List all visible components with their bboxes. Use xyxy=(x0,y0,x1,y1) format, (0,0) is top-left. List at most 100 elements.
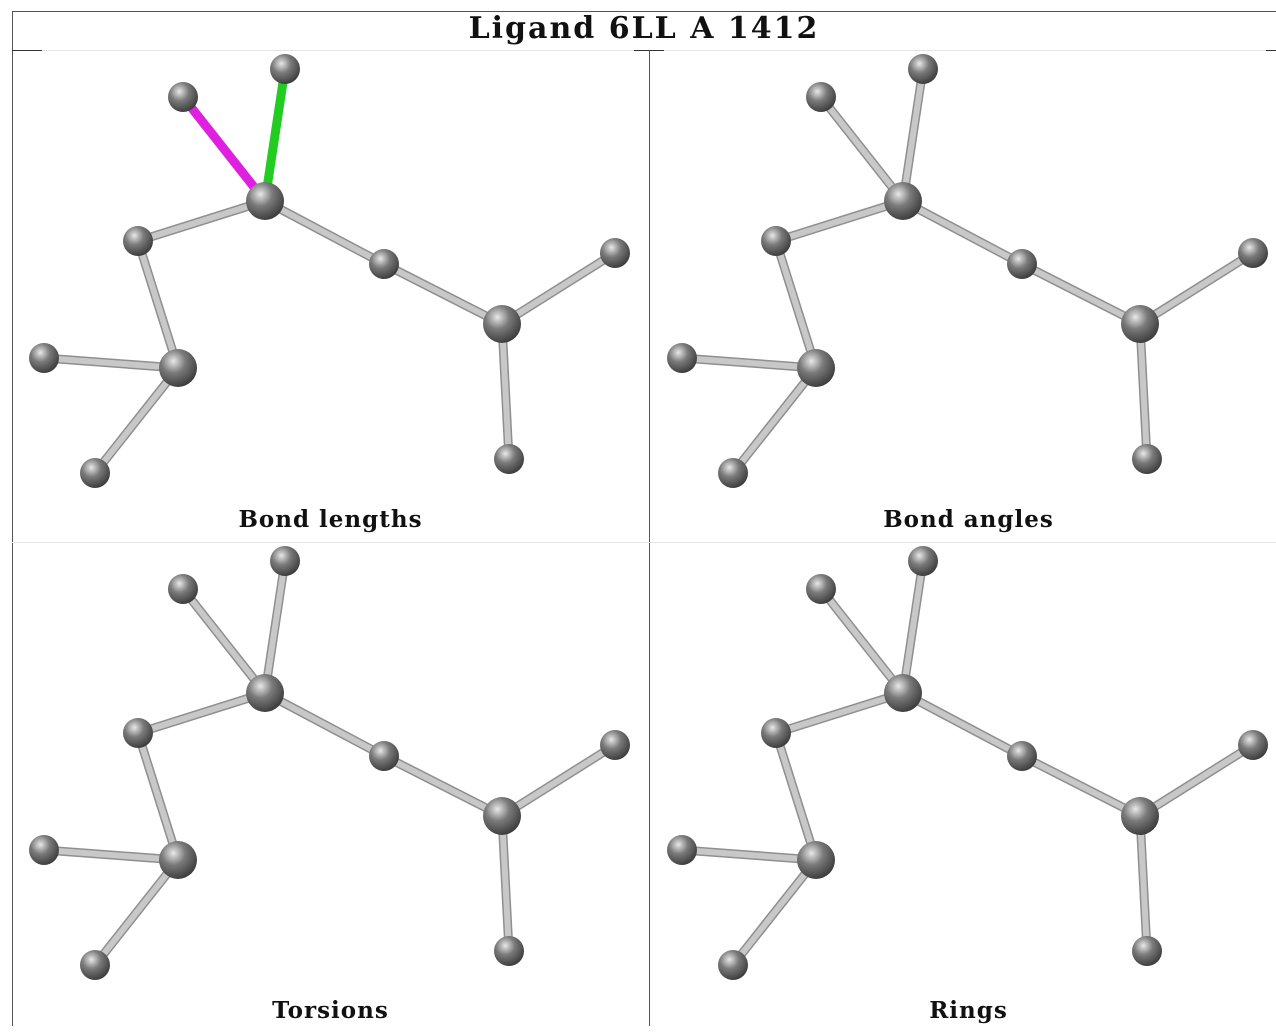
panel-divider-horizontal xyxy=(12,542,1276,543)
atom xyxy=(1132,936,1162,966)
bond xyxy=(262,690,387,759)
atom xyxy=(1238,730,1268,760)
atom xyxy=(270,546,300,576)
bond xyxy=(773,730,819,863)
bond xyxy=(135,198,268,244)
bond xyxy=(381,753,505,819)
figure-title: Ligand 6LL A 1412 xyxy=(468,11,820,46)
atom xyxy=(761,226,791,256)
atom xyxy=(1121,305,1159,343)
highlighted-bond xyxy=(180,94,268,204)
bond xyxy=(900,198,1025,267)
molecule-view xyxy=(667,54,1268,488)
atom xyxy=(494,444,524,474)
atom xyxy=(123,718,153,748)
bond xyxy=(92,365,181,476)
atom xyxy=(1132,444,1162,474)
atom xyxy=(1007,249,1037,279)
bond xyxy=(1137,813,1150,954)
atom xyxy=(600,238,630,268)
atom xyxy=(168,574,198,604)
atom xyxy=(884,674,922,712)
bond xyxy=(381,261,505,327)
atom xyxy=(667,835,697,865)
bond xyxy=(730,857,819,968)
bond xyxy=(818,586,906,696)
atom xyxy=(80,458,110,488)
bond xyxy=(1019,753,1143,819)
atom xyxy=(908,546,938,576)
atom xyxy=(159,349,197,387)
atom xyxy=(29,343,59,373)
atom xyxy=(1238,238,1268,268)
title-tick-right xyxy=(1266,50,1276,51)
panel-caption: Bond angles xyxy=(883,506,1054,533)
panel-caption: Torsions xyxy=(272,997,389,1024)
atom xyxy=(369,249,399,279)
panel-rings: Rings xyxy=(650,543,1276,1033)
title-tick-mid xyxy=(634,50,664,51)
bond xyxy=(900,66,926,204)
bond xyxy=(773,198,906,244)
atom xyxy=(168,82,198,112)
bond xyxy=(679,355,819,371)
bond xyxy=(135,238,181,371)
bond xyxy=(499,321,512,462)
panel-torsions: Torsions xyxy=(12,543,649,1033)
molecule-view xyxy=(667,546,1268,980)
atom xyxy=(718,950,748,980)
atom xyxy=(29,835,59,865)
atom xyxy=(718,458,748,488)
bond xyxy=(773,690,906,736)
title-tick-left xyxy=(12,50,42,51)
figure-frame-left xyxy=(12,11,13,1026)
atom xyxy=(1121,797,1159,835)
bond xyxy=(900,558,926,696)
bond xyxy=(499,250,618,327)
panel-caption: Bond lengths xyxy=(238,506,423,533)
panel-divider-vertical xyxy=(649,51,650,1026)
atom xyxy=(483,797,521,835)
atom xyxy=(806,82,836,112)
highlighted-bond xyxy=(262,66,288,204)
bond xyxy=(135,690,268,736)
atom xyxy=(884,182,922,220)
figure-frame-top xyxy=(12,11,1276,12)
panel-caption: Rings xyxy=(929,997,1008,1024)
bond xyxy=(1019,261,1143,327)
bond xyxy=(135,730,181,863)
bond xyxy=(730,365,819,476)
bond xyxy=(41,355,181,371)
bond xyxy=(92,857,181,968)
bond xyxy=(262,558,288,696)
panel-bond-angles: Bond angles xyxy=(650,51,1276,541)
atom xyxy=(483,305,521,343)
bond xyxy=(1137,321,1150,462)
bond xyxy=(1137,742,1256,819)
atom xyxy=(80,950,110,980)
atom xyxy=(494,936,524,966)
atom xyxy=(797,349,835,387)
bond xyxy=(499,742,618,819)
atom xyxy=(761,718,791,748)
atom xyxy=(806,574,836,604)
bond xyxy=(262,198,387,267)
atom xyxy=(797,841,835,879)
bond xyxy=(41,847,181,863)
atom xyxy=(600,730,630,760)
bond xyxy=(1137,250,1256,327)
bond xyxy=(900,690,1025,759)
bond xyxy=(679,847,819,863)
atom xyxy=(270,54,300,84)
atom xyxy=(159,841,197,879)
atom xyxy=(246,182,284,220)
bond xyxy=(773,238,819,371)
bond xyxy=(818,94,906,204)
bond xyxy=(499,813,512,954)
bond xyxy=(180,586,268,696)
molecule-view xyxy=(29,54,630,488)
atom xyxy=(1007,741,1037,771)
atom xyxy=(908,54,938,84)
atom xyxy=(369,741,399,771)
panel-bond-lengths: Bond lengths xyxy=(12,51,649,541)
